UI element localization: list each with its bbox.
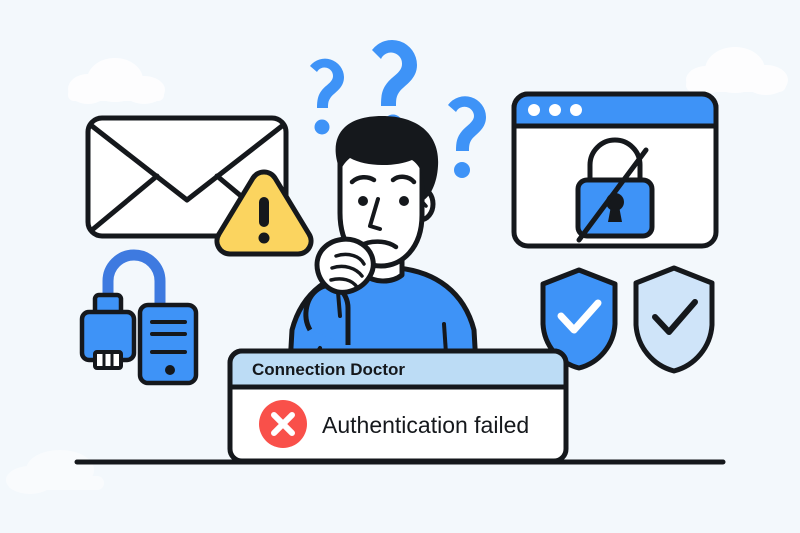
- padlock-slash: [576, 147, 649, 243]
- connection-doctor-dialog[interactable]: Connection Doctor Authentication failed: [227, 348, 569, 464]
- question-mark-left: [310, 58, 344, 135]
- dialog-message: Authentication failed: [322, 412, 529, 438]
- person-nose: [368, 197, 382, 231]
- shield-check-mark-dark: [652, 299, 698, 335]
- router-body: [137, 302, 199, 386]
- warning-triangle-icon: [214, 169, 314, 257]
- shield-check-filled: [540, 267, 618, 371]
- browser-window-locked: [511, 91, 719, 249]
- browser-dot-1: [528, 104, 540, 116]
- ethernet-plug-and-router-icon: [79, 249, 199, 386]
- cloud-left: [68, 58, 165, 104]
- error-x-circle-icon: [259, 400, 307, 448]
- browser-titlebar: [511, 91, 719, 129]
- person-hair: [335, 116, 439, 200]
- cloud-right: [686, 47, 788, 95]
- router-vents: [150, 320, 187, 354]
- warning-exclamation-bar: [259, 197, 269, 227]
- padlock-crossed-out-icon: [575, 137, 655, 243]
- person-eyebrow-left: [349, 175, 377, 185]
- cloud-bottom-left: [6, 450, 104, 494]
- shield-check-mark-white: [557, 299, 602, 334]
- plug-contacts: [93, 350, 123, 370]
- person-hand: [314, 236, 376, 318]
- warning-exclamation-dot: [258, 232, 270, 244]
- person-eye-left: [358, 196, 368, 206]
- person-eye-right: [399, 196, 409, 206]
- router-led: [165, 365, 175, 375]
- dialog-title: Connection Doctor: [252, 360, 405, 379]
- network-cable: [102, 249, 166, 322]
- browser-dot-2: [549, 104, 561, 116]
- dialog-titlebar: [227, 348, 569, 390]
- browser-dot-3: [570, 104, 582, 116]
- shield-check-outline: [633, 265, 715, 374]
- question-mark-right: [448, 96, 486, 178]
- person-eyebrow-right: [390, 174, 417, 185]
